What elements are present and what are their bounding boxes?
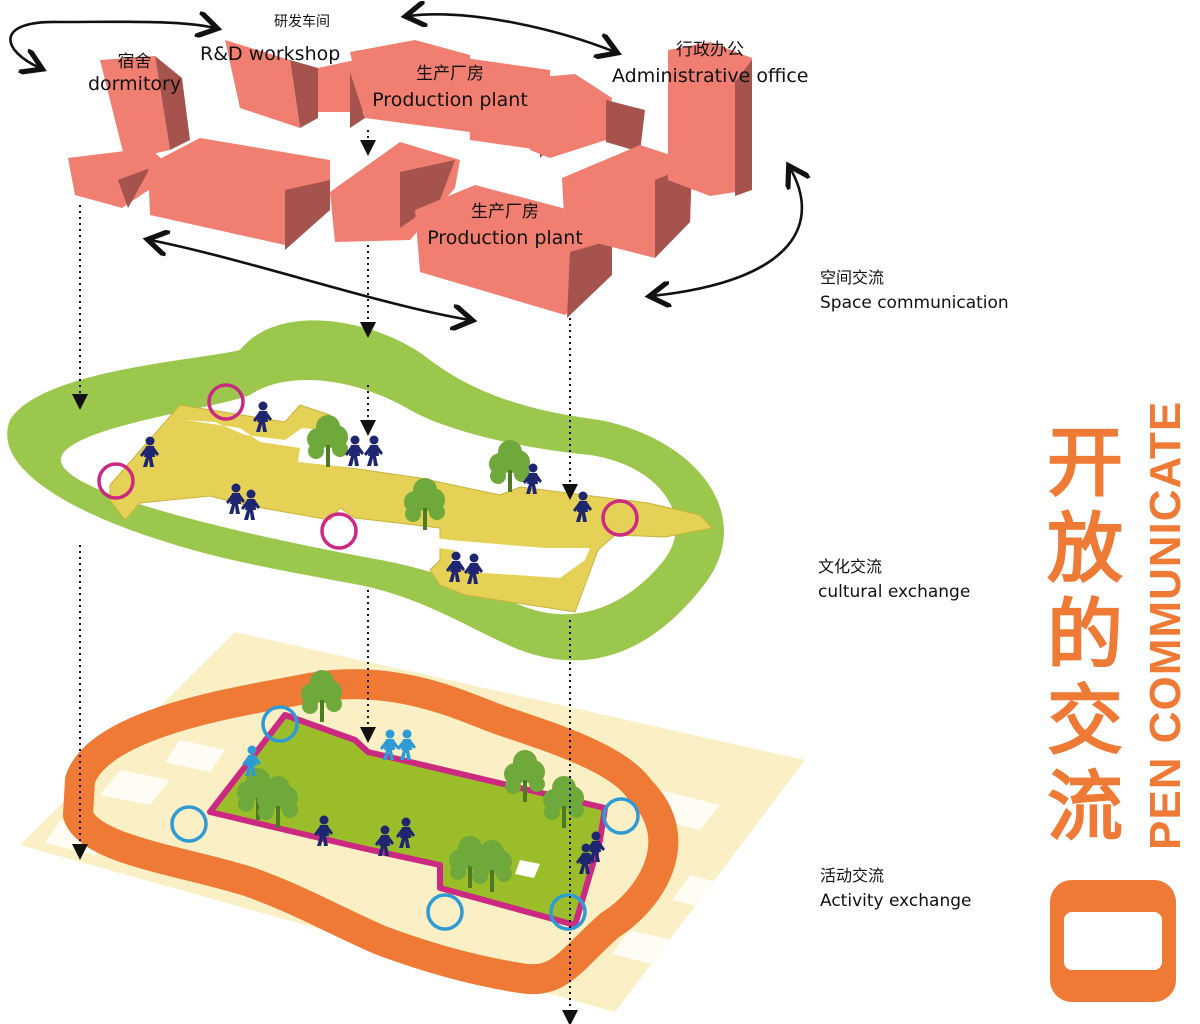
layer-label-space: 空间交流 Space communication: [820, 266, 1009, 316]
label-production-1: 生产厂房 Production plant: [370, 64, 530, 112]
building-production-1: [350, 40, 645, 158]
title-cn: 开放的交流: [1044, 420, 1126, 850]
building-dormitory: [68, 56, 190, 208]
label-dormitory-en: dormitory: [88, 73, 182, 95]
culture-path-cutout-2: [355, 528, 590, 578]
culture-nodes: [97, 383, 639, 550]
node-circle-icon: [601, 499, 639, 537]
layer-label-space-cn: 空间交流: [820, 268, 885, 287]
node-circle-icon: [207, 383, 245, 421]
layer-label-activity-en: Activity exchange: [820, 891, 972, 911]
layer-label-space-en: Space communication: [820, 293, 1009, 313]
space-arrows: [9, 14, 802, 320]
node-circle-icon: [320, 512, 358, 550]
building-block-center: [148, 138, 330, 250]
label-dormitory: 宿舍 dormitory: [88, 52, 181, 96]
title-o-letter-inner: [1064, 912, 1162, 970]
node-circle-icon: [97, 462, 135, 500]
double-arrow-icon: [652, 168, 802, 296]
title-block: 开放的交流 PEN COMMUNICATE: [1040, 401, 1190, 1010]
layer-label-activity: 活动交流 Activity exchange: [820, 864, 971, 914]
label-rd-workshop-en: R&D workshop: [200, 43, 341, 65]
double-arrow-icon: [9, 22, 215, 68]
node-circle-icon: [426, 893, 464, 931]
title-o-letter: [1050, 880, 1176, 1002]
label-admin-office-cn: 行政办公: [676, 40, 744, 60]
node-circle-icon: [170, 805, 208, 843]
layer-label-cultural-en: cultural exchange: [818, 582, 971, 602]
label-rd-workshop: 研发车间: [242, 12, 362, 32]
label-production-2: 生产厂房 Production plant: [425, 202, 585, 250]
node-circle-icon: [602, 797, 640, 835]
title-cn-char: 开: [1047, 418, 1123, 507]
node-circle-icon: [549, 893, 587, 931]
label-admin-office-en: Administrative office: [612, 65, 809, 87]
title-cn-char: 交: [1047, 676, 1123, 765]
title-cn-char: 的: [1047, 590, 1123, 679]
activity-field-cutout: [515, 860, 540, 878]
label-rd-workshop-en-wrap: R&D workshop: [200, 42, 340, 66]
label-admin-office: 行政办公 Administrative office: [612, 40, 808, 88]
double-arrow-icon: [408, 14, 615, 52]
title-en: PEN COMMUNICATE: [1141, 400, 1190, 850]
label-rd-workshop-cn: 研发车间: [274, 14, 330, 30]
node-circle-icon: [261, 705, 299, 743]
cultural-layer: [7, 320, 724, 661]
label-production-2-en: Production plant: [427, 227, 583, 249]
activity-layer: [20, 632, 805, 1012]
label-production-1-cn: 生产厂房: [416, 64, 484, 84]
layer-label-activity-cn: 活动交流: [820, 866, 885, 885]
label-production-1-en: Production plant: [372, 89, 528, 111]
double-arrow-icon: [150, 240, 470, 320]
label-dormitory-cn: 宿舍: [117, 52, 152, 72]
layer-label-cultural: 文化交流 cultural exchange: [818, 555, 970, 605]
culture-ring: [7, 320, 724, 661]
projection-lines: [72, 130, 578, 1024]
title-cn-char: 放: [1047, 504, 1123, 593]
activity-nodes: [170, 705, 640, 931]
title-cn-char: 流: [1047, 762, 1123, 851]
layer-label-cultural-cn: 文化交流: [818, 557, 883, 576]
label-production-2-cn: 生产厂房: [471, 202, 539, 222]
